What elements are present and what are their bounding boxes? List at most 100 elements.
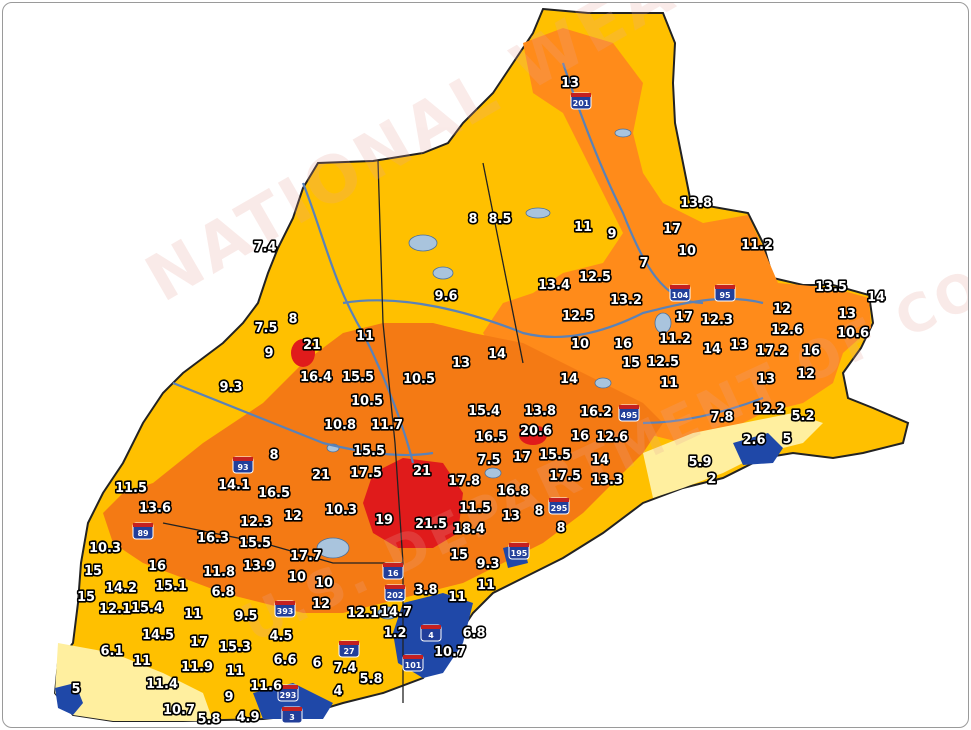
snow-label: 6.6: [273, 653, 296, 668]
shield-202: 202: [384, 584, 406, 602]
snow-label: 7.4: [253, 240, 276, 255]
snow-label: 15: [450, 548, 468, 563]
snow-label: 15.4: [468, 404, 500, 419]
snow-label: 15: [622, 356, 640, 371]
snow-label: 20.6: [520, 424, 552, 439]
svg-text:16: 16: [387, 569, 399, 578]
snow-label: 14: [560, 372, 578, 387]
snow-label: 7.4: [333, 661, 356, 676]
snow-label: 10.8: [324, 418, 356, 433]
shield-95: 95: [714, 284, 736, 302]
snow-label: 11.4: [146, 677, 178, 692]
snow-label: 16: [614, 337, 632, 352]
svg-text:4: 4: [428, 631, 434, 640]
snow-label: 16.5: [258, 486, 290, 501]
snow-label: 11.8: [203, 565, 235, 580]
snow-label: 16.8: [497, 484, 529, 499]
shield-495: 495: [618, 404, 640, 422]
svg-text:95: 95: [719, 291, 731, 300]
snow-label: 13.4: [538, 278, 570, 293]
snow-label: 6.8: [462, 626, 485, 641]
snow-label: 9.6: [434, 289, 457, 304]
snow-label: 4.9: [236, 710, 259, 725]
snow-label: 9.3: [476, 557, 499, 572]
snow-label: 12.2: [753, 402, 785, 417]
snow-label: 21.5: [415, 517, 447, 532]
snow-label: 15.5: [239, 536, 271, 551]
shield-393: 393: [274, 600, 296, 618]
snow-label: 10: [315, 576, 333, 591]
shield-16: 16: [382, 562, 404, 580]
snow-label: 21: [413, 464, 431, 479]
snow-label: 11: [574, 220, 592, 235]
snow-label: 15.5: [353, 444, 385, 459]
snow-label: 10.7: [163, 703, 195, 718]
region-red-east: [519, 425, 547, 445]
snow-label: 6.8: [211, 585, 234, 600]
snow-label: 11.2: [659, 332, 691, 347]
snow-label: 10.5: [351, 394, 383, 409]
snow-label: 12.6: [771, 323, 803, 338]
snow-label: 17.7: [290, 549, 322, 564]
lakes: [316, 128, 672, 620]
snow-label: 13.3: [591, 473, 623, 488]
snow-label: 17.2: [756, 344, 788, 359]
svg-text:89: 89: [137, 529, 149, 538]
snow-label: 17.5: [549, 469, 581, 484]
snow-label: 4.5: [269, 629, 292, 644]
snow-label: 12.1: [347, 606, 379, 621]
shield-89: 89: [132, 522, 154, 540]
svg-text:101: 101: [405, 661, 422, 670]
snow-label: 15.4: [131, 601, 163, 616]
highway-shields: 201 104 95 495 93 89 295 195 16 202 393 …: [132, 92, 736, 724]
svg-text:393: 393: [277, 607, 294, 616]
snow-label: 5: [782, 432, 791, 447]
shield-195: 195: [508, 542, 530, 560]
snow-label: 6.1: [100, 644, 123, 659]
snow-label: 14: [703, 342, 721, 357]
snow-label: 17: [675, 310, 693, 325]
snow-label: 9.3: [219, 380, 242, 395]
svg-text:293: 293: [280, 691, 297, 700]
snow-label: 16.3: [197, 531, 229, 546]
snow-label: 2: [707, 472, 716, 487]
snow-label: 7.5: [477, 453, 500, 468]
snow-label: 11: [133, 654, 151, 669]
snow-label: 9: [224, 690, 233, 705]
svg-text:195: 195: [511, 549, 528, 558]
snow-label: 21: [312, 468, 330, 483]
snow-label: 12: [797, 367, 815, 382]
snow-label: 13: [730, 338, 748, 353]
snow-label: 10.6: [837, 326, 869, 341]
snowfall-map[interactable]: NATIONAL WEATHER SERVICE U.S. DEPARTMENT…: [3, 3, 968, 727]
snow-label: 13.6: [139, 501, 171, 516]
snow-label: 14: [591, 453, 609, 468]
snow-label: 7: [639, 256, 648, 271]
snow-label: 12: [773, 302, 791, 317]
snow-label: 8: [556, 521, 565, 536]
snow-label: 13.2: [610, 293, 642, 308]
snow-label: 11.9: [181, 660, 213, 675]
snow-label: 7.5: [254, 321, 277, 336]
snow-label: 2.6: [742, 433, 765, 448]
snow-label: 13.9: [243, 559, 275, 574]
snow-label: 15.5: [342, 370, 374, 385]
snow-label: 14.1: [218, 478, 250, 493]
snow-label: 5: [71, 682, 80, 697]
svg-text:201: 201: [573, 99, 590, 108]
snow-label: 10.5: [403, 372, 435, 387]
snow-label: 12: [312, 597, 330, 612]
snow-label: 16.4: [300, 370, 332, 385]
snow-label: 15.1: [155, 579, 187, 594]
snow-label: 13: [838, 307, 856, 322]
shield-93: 93: [232, 456, 254, 474]
svg-text:27: 27: [343, 647, 354, 656]
snow-label: 12: [284, 509, 302, 524]
region-red-north: [291, 339, 315, 367]
snow-label: 11.2: [741, 238, 773, 253]
snow-label: 12.5: [647, 355, 679, 370]
region-blue-west: [55, 683, 83, 715]
snow-label: 14: [867, 290, 885, 305]
shield-293: 293: [277, 684, 299, 702]
